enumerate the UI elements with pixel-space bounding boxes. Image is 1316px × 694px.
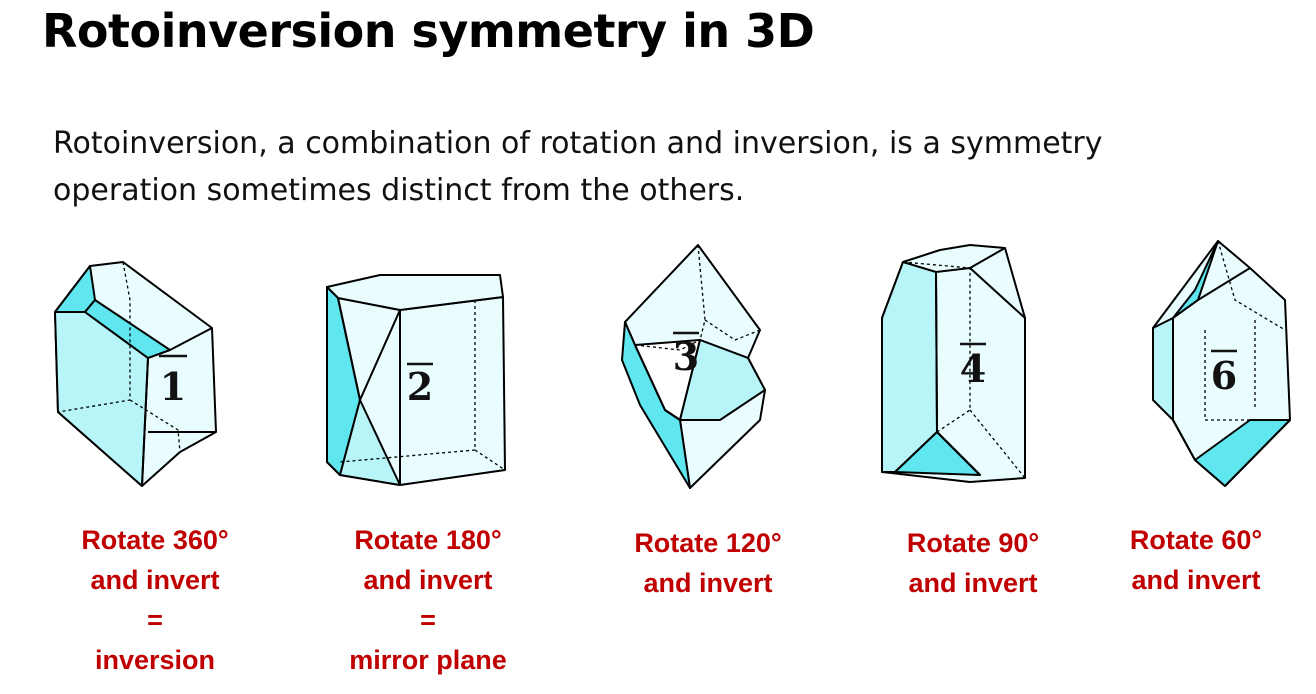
crystal-1-figure: 1 xyxy=(54,261,217,487)
crystal-6-symbol: 6 xyxy=(1211,353,1237,398)
crystal-3-caption: Rotate 120° and invert xyxy=(588,523,828,603)
crystal-2-figure: 2 xyxy=(326,274,506,486)
caption-line: = xyxy=(147,605,163,635)
crystal-4-caption: Rotate 90° and invert xyxy=(853,523,1093,603)
caption-line: Rotate 120° xyxy=(634,528,782,558)
intro-line-1: Rotoinversion, a combination of rotation… xyxy=(53,126,1103,161)
crystal-3-symbol: 3 xyxy=(673,334,699,379)
caption-line: and invert xyxy=(1131,565,1261,595)
page-title: Rotoinversion symmetry in 3D xyxy=(42,4,815,58)
crystal-6-figure: 6 xyxy=(1152,240,1291,487)
caption-line: Rotate 180° xyxy=(354,525,502,555)
caption-line: and invert xyxy=(363,565,493,595)
crystal-2-caption: Rotate 180° and invert = mirror plane xyxy=(308,520,548,680)
caption-line: mirror plane xyxy=(349,645,507,675)
intro-line-2: operation sometimes distinct from the ot… xyxy=(53,173,745,208)
caption-line: inversion xyxy=(94,645,216,675)
crystal-1-caption: Rotate 360° and invert = inversion xyxy=(35,520,275,680)
crystal-6-caption: Rotate 60° and invert xyxy=(1096,520,1296,600)
crystal-3-figure: 3 xyxy=(621,244,766,489)
crystal-2-symbol: 2 xyxy=(407,364,433,409)
caption-line: and invert xyxy=(643,568,773,598)
caption-line: Rotate 90° xyxy=(906,528,1040,558)
crystal-1-symbol: 1 xyxy=(160,364,186,409)
caption-line: Rotate 60° xyxy=(1129,525,1263,555)
crystal-4-figure: 4 xyxy=(881,244,1026,483)
caption-line: and invert xyxy=(90,565,220,595)
caption-line: = xyxy=(420,605,436,635)
caption-line: and invert xyxy=(908,568,1038,598)
caption-line: Rotate 360° xyxy=(81,525,229,555)
intro-text: Rotoinversion, a combination of rotation… xyxy=(53,120,1233,214)
crystal-4-symbol: 4 xyxy=(960,346,986,391)
